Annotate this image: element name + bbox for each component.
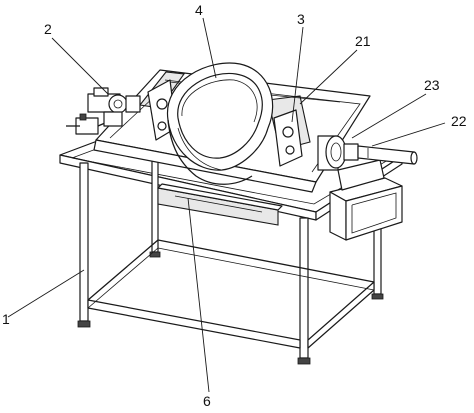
label-2: 2 xyxy=(44,21,52,37)
label-3: 3 xyxy=(297,11,305,27)
frame-leg-front-right xyxy=(299,217,309,359)
ring-inner xyxy=(177,72,263,159)
leader-1 xyxy=(7,269,85,318)
callout-labels: 1 2 3 4 6 21 22 23 xyxy=(2,2,467,409)
leader-23 xyxy=(351,93,427,139)
leader-2 xyxy=(51,37,109,95)
left-drive-unit xyxy=(66,87,141,135)
label-6: 6 xyxy=(203,393,211,408)
lower-side-stretcher xyxy=(307,281,375,349)
right-drive-unit xyxy=(317,135,418,171)
ring-workpiece xyxy=(166,62,274,185)
label-1: 1 xyxy=(2,311,10,327)
foot-back-left xyxy=(149,251,161,258)
lower-front-stretcher xyxy=(87,299,301,349)
foot-front-right xyxy=(297,357,311,365)
collection-tray xyxy=(157,183,283,226)
leader-21 xyxy=(299,49,358,105)
label-4: 4 xyxy=(195,2,203,18)
leader-3 xyxy=(291,26,304,123)
label-23: 23 xyxy=(424,77,440,93)
leader-22 xyxy=(371,122,446,147)
leader-6 xyxy=(187,197,210,393)
side-bracket-box xyxy=(329,159,403,241)
label-22: 22 xyxy=(451,113,467,129)
foot-front-left xyxy=(77,320,91,328)
leader-4 xyxy=(202,17,217,79)
frame-leg-front-left xyxy=(79,162,89,322)
leader-lines xyxy=(7,17,446,393)
foot-back-right xyxy=(371,293,384,300)
label-21: 21 xyxy=(355,33,371,49)
